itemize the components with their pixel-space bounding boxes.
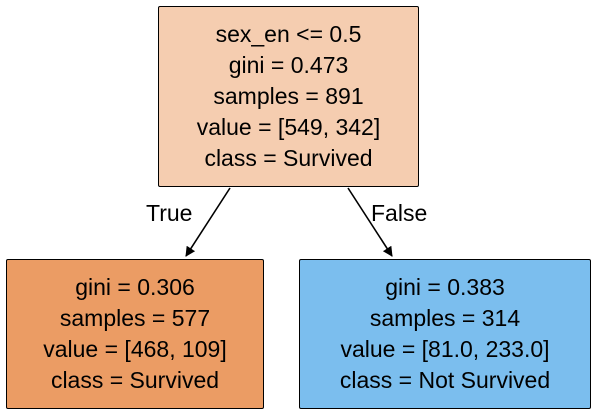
tree-node-root: sex_en <= 0.5 gini = 0.473 samples = 891… xyxy=(158,6,419,187)
edge-true-arrow xyxy=(185,187,231,257)
tree-node-left: gini = 0.306 samples = 577 value = [468,… xyxy=(6,259,264,409)
edge-false-arrow xyxy=(347,187,393,257)
node-samples: samples = 314 xyxy=(369,305,521,331)
node-gini: gini = 0.383 xyxy=(385,274,505,300)
node-samples: samples = 577 xyxy=(59,305,211,331)
tree-node-right: gini = 0.383 samples = 314 value = [81.0… xyxy=(299,259,591,409)
node-value: value = [81.0, 233.0] xyxy=(340,336,550,362)
node-class: class = Survived xyxy=(50,367,220,393)
edge-label-true: True xyxy=(146,200,193,226)
edge-label-false: False xyxy=(371,200,428,226)
node-class: class = Survived xyxy=(204,145,373,171)
node-value: value = [468, 109] xyxy=(43,336,227,362)
node-gini: gini = 0.473 xyxy=(228,52,349,78)
node-samples: samples = 891 xyxy=(213,83,364,109)
node-value: value = [549, 342] xyxy=(196,114,381,140)
node-gini: gini = 0.306 xyxy=(75,274,195,300)
node-split-condition: sex_en <= 0.5 xyxy=(215,21,362,47)
node-class: class = Not Survived xyxy=(339,367,551,393)
